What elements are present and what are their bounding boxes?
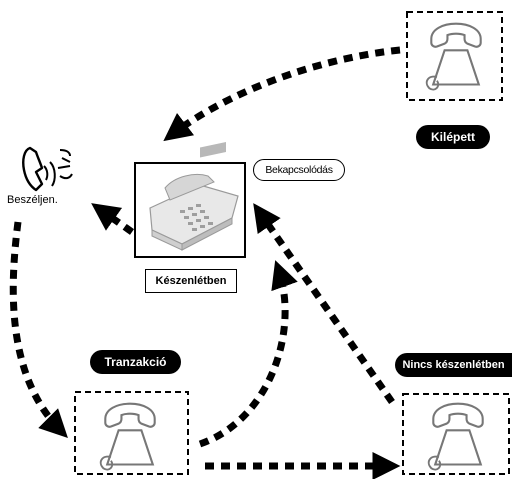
state-label-transaction: Tranzakció <box>90 350 181 374</box>
not-ready-phone-box <box>402 393 510 475</box>
phone-icon <box>99 402 156 471</box>
state-label-not-ready: Nincs készenlétben <box>395 353 512 377</box>
state-label-ready: Készenlétben <box>145 269 237 293</box>
desk-phone-icon <box>149 141 239 251</box>
state-label-exited: Kilépett <box>416 125 490 149</box>
ready-phone-box <box>134 141 246 258</box>
arrow-speak-to-transaction <box>9 221 68 438</box>
arrow-exited-to-ready <box>163 46 401 142</box>
arrow-ready-to-speak <box>91 203 135 235</box>
arrow-not-ready-to-ready <box>253 203 395 405</box>
action-label-connect: Bekapcsolódás <box>253 159 345 181</box>
action-label-speak: Beszéljen. <box>7 194 58 206</box>
phone-icon <box>425 22 482 91</box>
arrow-transaction-to-ready <box>198 260 298 448</box>
phone-icon <box>427 402 484 471</box>
exited-phone-box <box>406 11 503 101</box>
transaction-phone-box <box>74 391 189 475</box>
speaking-caller-icon <box>22 146 73 192</box>
transition-arrows <box>9 46 401 480</box>
